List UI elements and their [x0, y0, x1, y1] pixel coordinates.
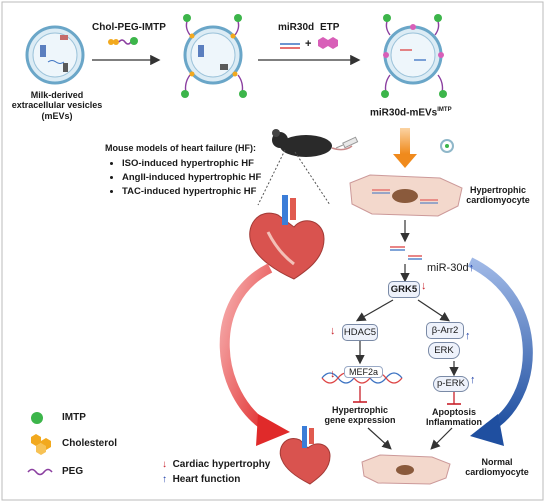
mef2a-label: MEF2a	[344, 366, 384, 379]
hypertrophic-cardiomyocyte-icon	[349, 174, 463, 217]
chol-peg-imtp-label: Chol-PEG-IMTP	[92, 22, 166, 33]
down-arrow-icon: ↓	[330, 368, 336, 380]
cardiac-hypertrophy-legend: ↓ Cardiac hypertrophy	[162, 459, 271, 470]
heart-treated-icon	[279, 426, 331, 485]
model-item: AngII-induced hypertrophic HF	[122, 171, 261, 185]
inhibition-line-hdac	[353, 386, 367, 403]
released-mir30d-icon	[390, 246, 422, 260]
heart-function-legend: ↑ Heart function	[162, 474, 241, 485]
mouse-icon	[272, 129, 353, 157]
up-arrow-icon: ↑	[162, 474, 167, 485]
zoom-line-right	[294, 151, 331, 206]
cholesterol-legend-icon	[31, 434, 51, 455]
peg-legend-icon	[27, 468, 53, 476]
inhibition-line-erk	[447, 390, 461, 405]
heart-hf-icon	[249, 195, 325, 280]
injection-arrow	[393, 128, 417, 168]
product-label: miR30d-mEVsIMTP	[370, 107, 452, 119]
models-list: ISO-induced hypertrophic HF AngII-induce…	[110, 157, 261, 199]
up-arrow-icon: ↑	[465, 330, 471, 342]
down-arrow-icon: ↓	[162, 459, 167, 470]
imtp-legend-icon	[31, 412, 43, 424]
etp-label: ETP	[320, 22, 340, 33]
nanoparticle-cluster-icon	[440, 139, 454, 153]
decorated-vesicle-icon	[181, 14, 247, 98]
barr2-box: β-Arr2	[426, 322, 464, 339]
down-arrow-icon: ↓	[421, 280, 427, 292]
loaded-vesicle-icon	[381, 14, 447, 98]
perk-box: p-ERK	[433, 376, 469, 392]
model-item: ISO-induced hypertrophic HF	[122, 157, 261, 171]
peg-legend-label: PEG	[62, 466, 84, 477]
plus-sign: +	[305, 38, 312, 50]
hdac5-box: HDAC5	[342, 324, 378, 341]
mir30d-level-label: miR-30d↑	[427, 262, 475, 274]
mir30d-to-normal-blue-arrow	[467, 257, 533, 446]
normal-cardiomyocyte-icon	[361, 454, 451, 485]
mir30d-label: miR30d	[278, 22, 315, 33]
erk-box: ERK	[428, 342, 460, 359]
down-arrow-icon: ↓	[330, 325, 336, 337]
chol-peg-imtp-icon	[108, 37, 138, 45]
up-arrow-icon: ↑	[468, 262, 475, 274]
models-title: Mouse models of heart failure (HF):	[105, 143, 257, 153]
hf-to-treated-red-arrow	[219, 263, 290, 446]
mev-vesicle-icon	[25, 25, 85, 85]
cholesterol-legend-label: Cholesterol	[62, 438, 118, 449]
up-arrow-icon: ↑	[470, 374, 476, 386]
model-item: TAC-induced hypertrophic HF	[122, 185, 261, 199]
syringe-icon	[335, 136, 359, 149]
imtp-legend-label: IMTP	[62, 412, 86, 423]
etp-hexagon-icon	[318, 37, 338, 49]
grk5-box: GRK5	[388, 281, 420, 298]
mir30d-duplex-icon	[280, 43, 300, 49]
zoom-line-left	[257, 149, 286, 206]
